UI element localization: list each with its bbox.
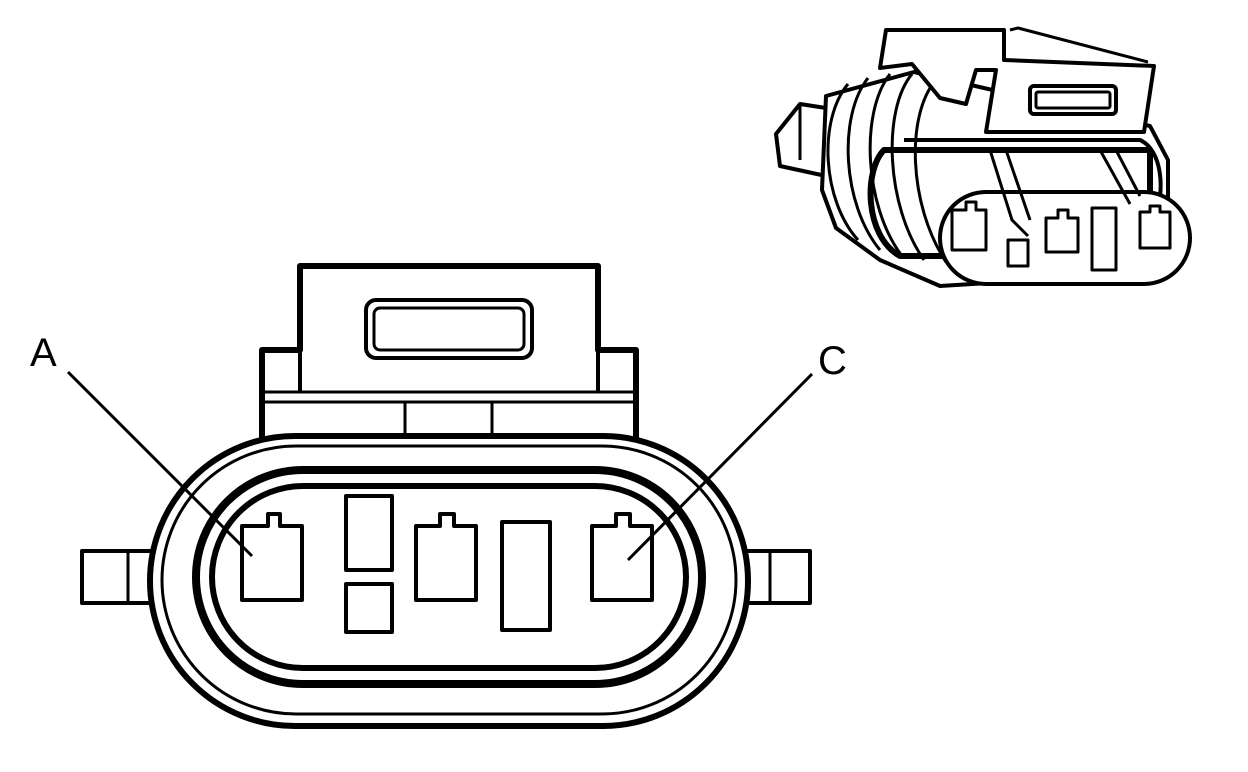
cavity-b [414,512,478,602]
connector-face-view [80,263,812,729]
pin-a-callout: A [30,331,254,558]
cavity-c [590,512,654,602]
right-side-tab [744,549,812,605]
connector-isometric-view [774,26,1192,288]
left-side-tab [80,549,160,605]
polarization-slot [500,520,552,632]
cavity-a [240,512,304,602]
pin-a-label: A [30,331,57,375]
terminal-cavity-face [209,483,689,671]
locking-tab [259,263,639,440]
key-slot [344,494,394,634]
connector-seal-ring [192,466,706,688]
connector-outer-shell [147,433,751,729]
pin-c-callout: C [626,339,847,562]
pin-c-label: C [818,339,847,383]
